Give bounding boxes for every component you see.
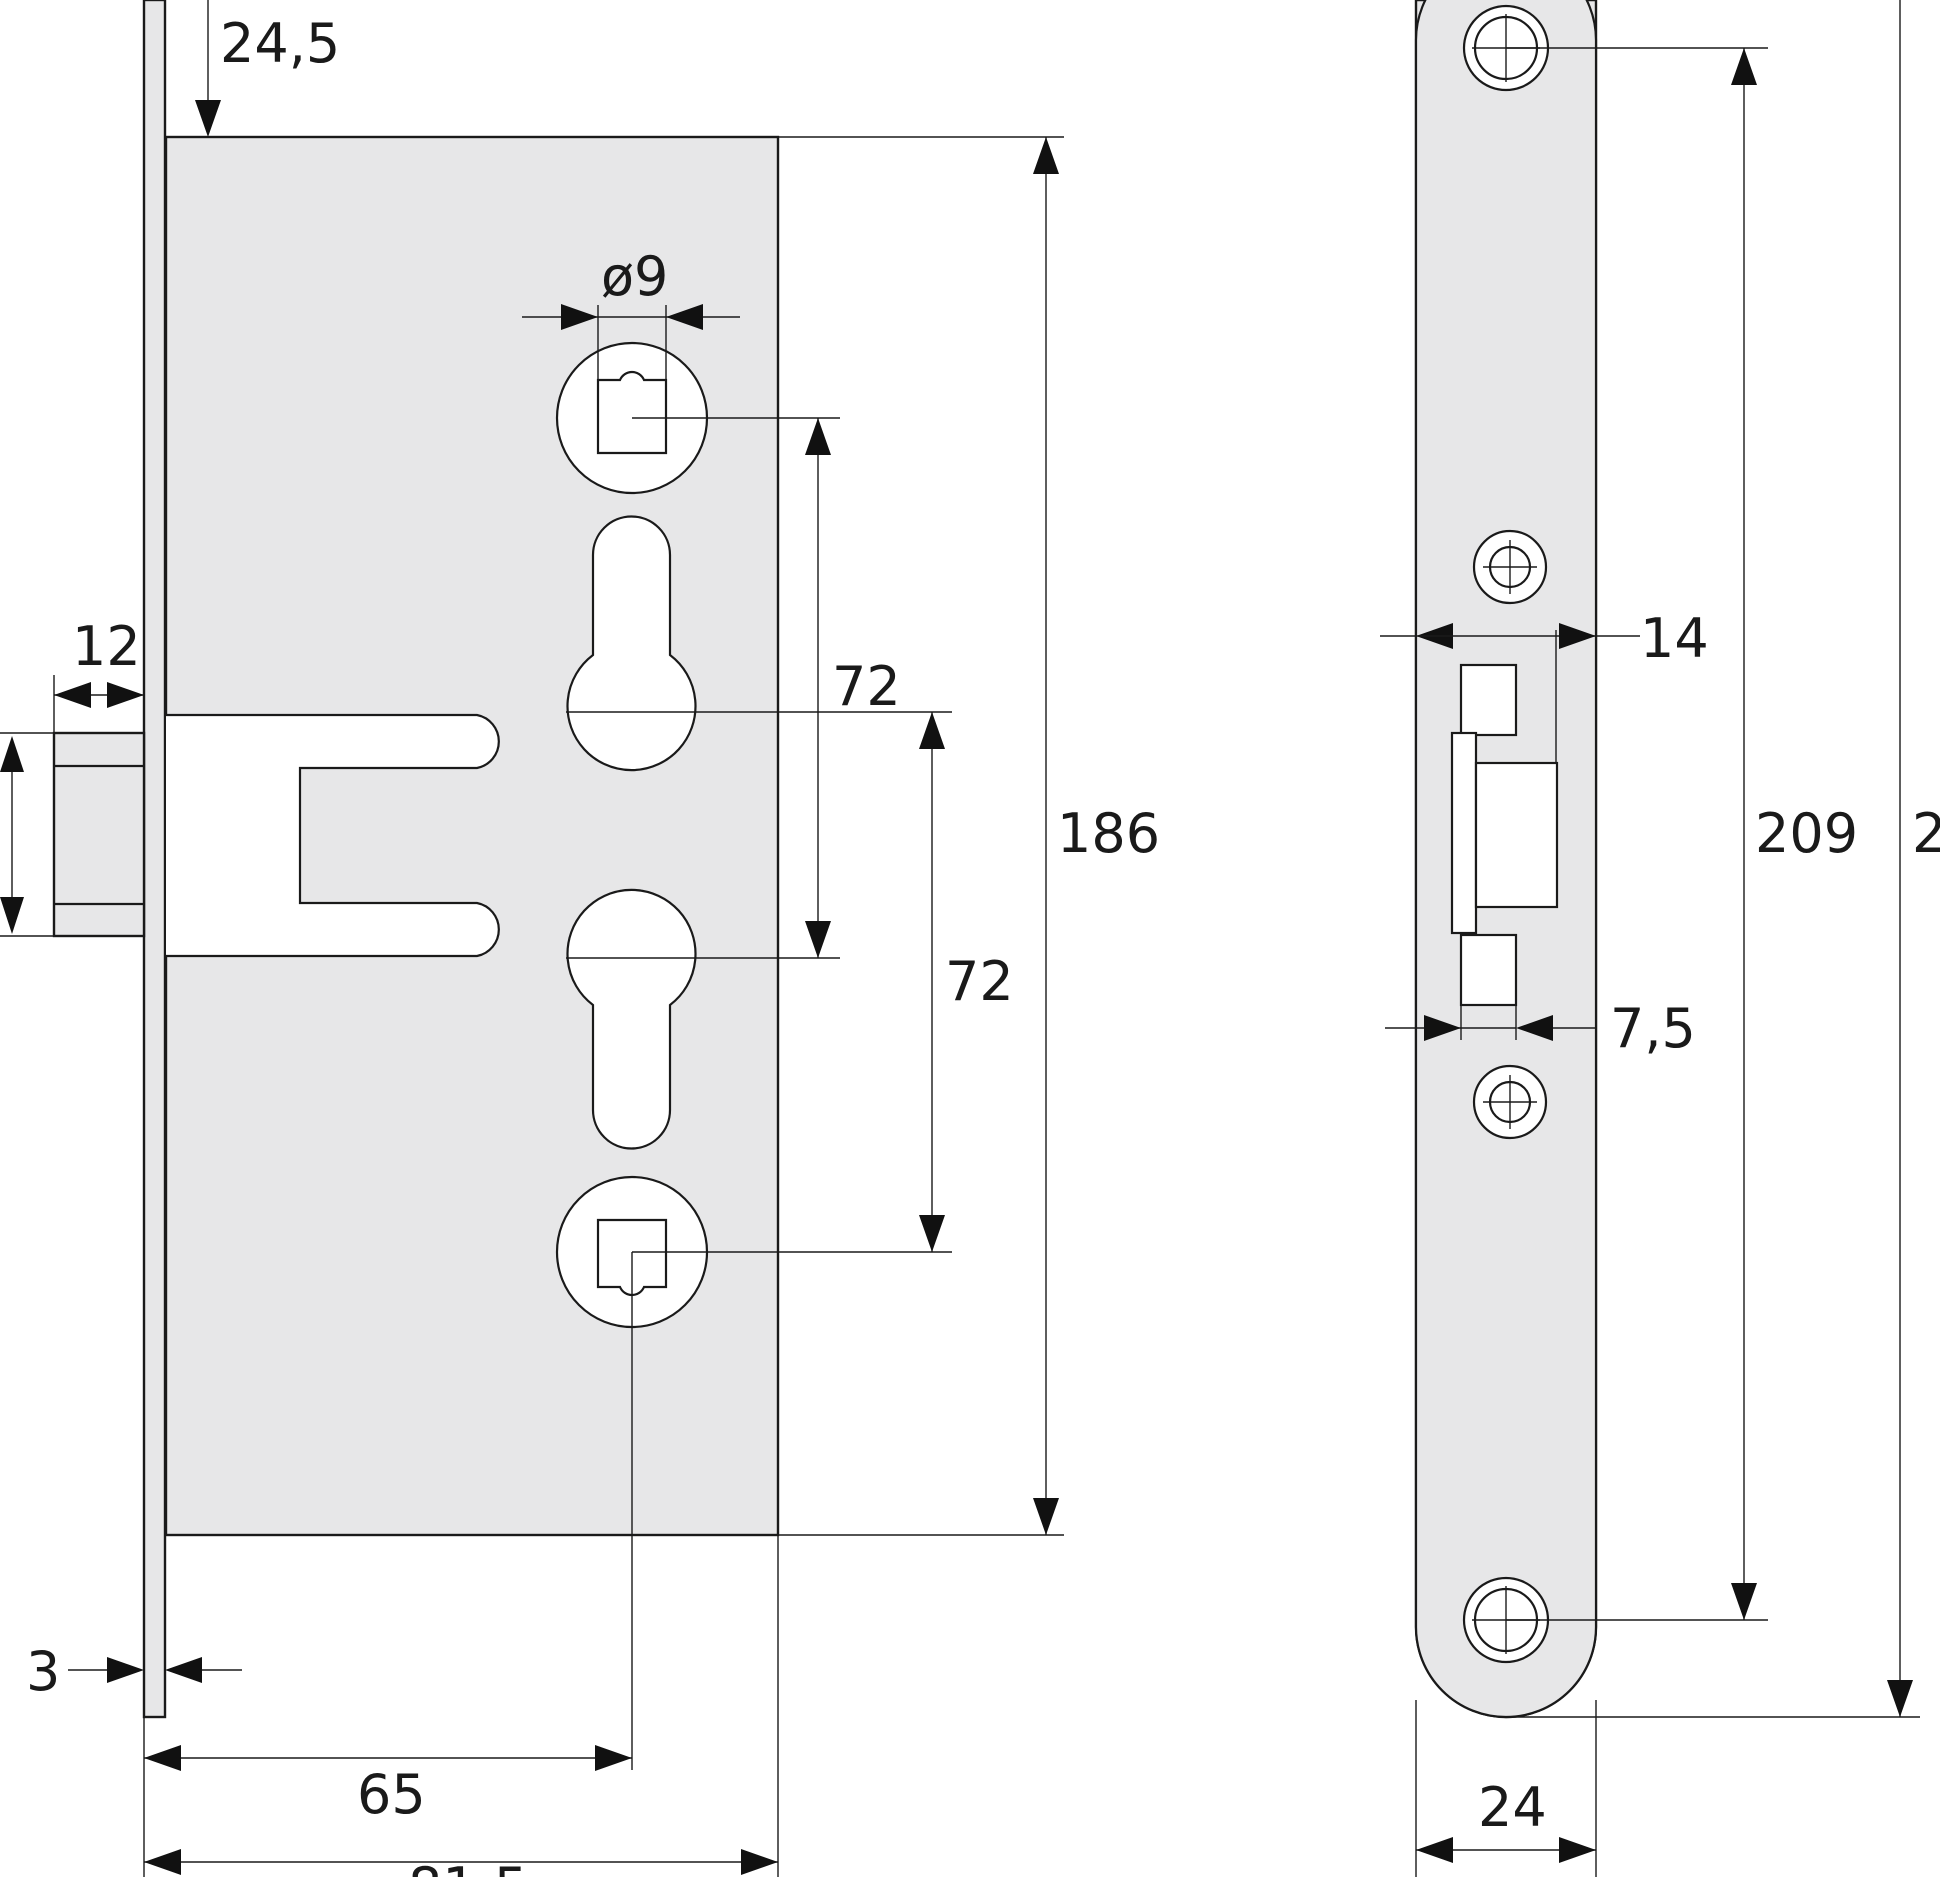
dim-screw-spacing: 209 xyxy=(1755,802,1858,865)
deadbolt-opening-top xyxy=(1459,663,1518,737)
dim-deadbolt-offset: 7,5 xyxy=(1610,997,1696,1060)
dim-keyhole-to-cylinder: 72 xyxy=(945,950,1014,1013)
tongue-slot xyxy=(166,713,500,958)
dim-top-offset: 24,5 xyxy=(220,12,340,75)
dim-latch-width: 14 xyxy=(1640,607,1709,670)
faceplate-front-view: 14 7,5 209 235 24 xyxy=(1380,0,1940,1877)
dim-latch-projection: 12 xyxy=(72,615,141,678)
cylinder-hole xyxy=(566,888,697,1150)
dim-spindle-diameter: ø9 xyxy=(601,245,668,308)
dim-case-depth: 81,5 xyxy=(408,1856,528,1877)
dim-faceplate-width: 24 xyxy=(1478,1776,1547,1839)
lock-faceplate-edge xyxy=(142,0,167,1719)
screw-hole-lower xyxy=(1472,1064,1548,1140)
screw-hole-upper xyxy=(1472,529,1548,605)
dim-faceplate-length: 235 xyxy=(1912,802,1940,865)
latch-bolt-face xyxy=(1474,761,1559,909)
latch-opening xyxy=(1450,731,1478,935)
dim-faceplate-thickness: 3 xyxy=(26,1640,60,1703)
mortise-lock-side-view: 24,5 12 ø9 72 72 186 3 xyxy=(0,0,1160,1877)
keyhole-slot xyxy=(566,515,697,772)
dim-spindle-to-keyhole: 72 xyxy=(832,655,901,718)
dim-case-height: 186 xyxy=(1057,802,1160,865)
latch-bolt xyxy=(52,731,146,938)
dim-backset: 65 xyxy=(357,1763,426,1826)
deadbolt-opening-bottom xyxy=(1459,933,1518,1007)
